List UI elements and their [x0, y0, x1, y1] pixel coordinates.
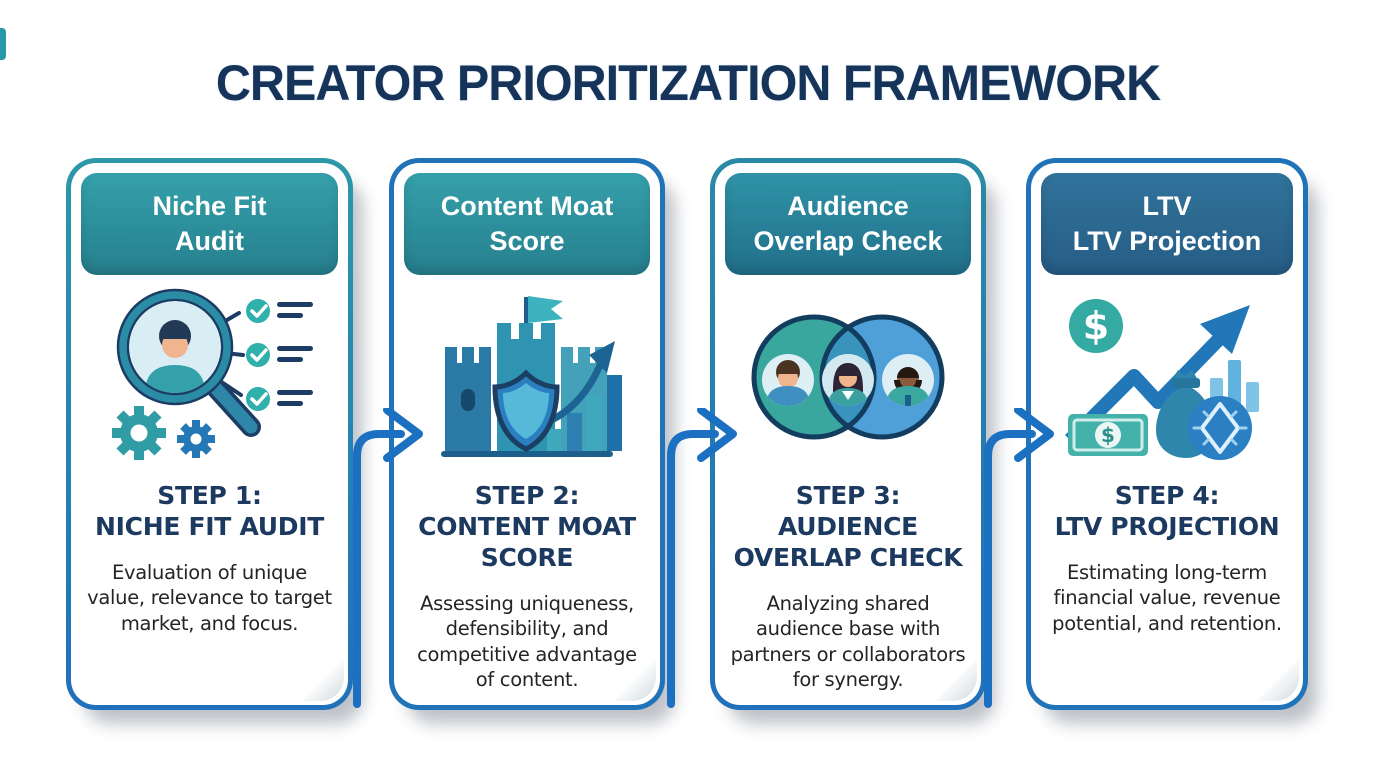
diamond-coin-icon — [1187, 395, 1252, 460]
step-description: Analyzing shared audience base with part… — [730, 592, 966, 692]
money-growth-projection-icon: $ $ — [1064, 298, 1259, 460]
person-avatar — [128, 300, 221, 393]
step-title: STEP 2: CONTENT MOAT SCORE — [418, 481, 636, 572]
card-audience-overlap-check: Audience Overlap Check — [710, 158, 986, 710]
card-header: Content Moat Score — [404, 173, 650, 275]
person-avatar — [762, 353, 814, 406]
person-avatar — [882, 353, 934, 406]
svg-text:$: $ — [1101, 423, 1115, 447]
step-title: STEP 4: LTV PROJECTION — [1054, 481, 1280, 541]
arrow-up-icon — [1199, 304, 1250, 354]
castle-shield-growth-chart-icon — [441, 295, 622, 457]
flag-icon — [528, 295, 563, 323]
flow-arrow-right-icon — [667, 408, 737, 708]
page-curl — [1257, 659, 1299, 701]
magnifier-profile-checklist-gears-icon — [111, 288, 313, 460]
flow-arrow-right-icon — [984, 408, 1054, 708]
card-header-label: Content Moat Score — [440, 190, 614, 256]
card-ltv-projection: LTV LTV Projection $ — [1026, 158, 1308, 710]
step-description: Evaluation of unique value, relevance to… — [87, 561, 332, 635]
shield-icon — [492, 368, 560, 452]
flow-arrow-right-icon — [353, 408, 423, 708]
step-title: STEP 1: NICHE FIT AUDIT — [95, 481, 324, 541]
step-title: STEP 3: AUDIENCE OVERLAP CHECK — [733, 481, 963, 572]
card-header: Niche Fit Audit — [81, 173, 338, 275]
card-header-label: Niche Fit Audit — [152, 190, 267, 256]
step-description: Estimating long-term financial value, re… — [1052, 561, 1282, 635]
card-icon-area: $ $ — [1060, 275, 1275, 480]
card-header: LTV LTV Projection — [1041, 173, 1293, 275]
card-header: Audience Overlap Check — [725, 173, 971, 275]
card-icon-area — [421, 275, 633, 480]
card-niche-fit-audit: Niche Fit Audit — [66, 158, 353, 710]
card-header-label: LTV LTV Projection — [1072, 190, 1262, 256]
card-icon-area — [99, 275, 321, 480]
dollar-coin-icon: $ — [1068, 298, 1123, 353]
card-header-label: Audience Overlap Check — [753, 190, 943, 256]
venn-diagram-audience-icon — [751, 314, 945, 439]
svg-text:$: $ — [1082, 304, 1108, 348]
page-curl — [302, 659, 344, 701]
edge-accent-mark — [0, 28, 6, 60]
card-icon-area — [737, 275, 959, 480]
card-content-moat-score: Content Moat Score — [389, 158, 665, 710]
person-avatar — [822, 353, 874, 406]
step-description: Assessing uniqueness, defensibility, and… — [417, 592, 637, 692]
banknote-icon: $ — [1067, 413, 1148, 456]
arrow-up-icon — [589, 340, 615, 373]
gear-icon — [111, 405, 215, 460]
page-title: CREATOR PRIORITIZATION FRAMEWORK — [215, 55, 1161, 111]
